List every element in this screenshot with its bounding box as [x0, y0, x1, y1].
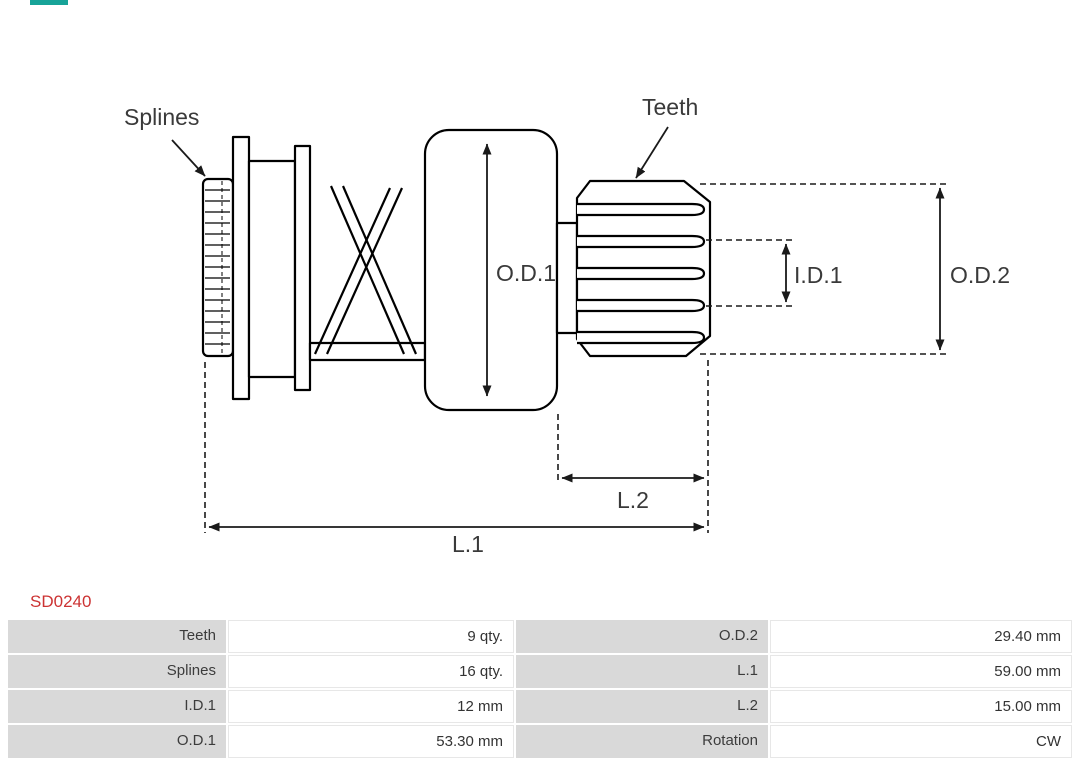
spec-table: Teeth 9 qty. O.D.2 29.40 mm Splines 16 q…	[8, 620, 1072, 758]
spring	[313, 185, 418, 355]
hub	[247, 159, 297, 379]
part-number: SD0240	[30, 592, 92, 611]
label-id1: I.D.1	[794, 262, 843, 288]
pinion-gear	[575, 179, 712, 358]
starter-drive-body	[201, 128, 712, 412]
drawing-labels: Splines Teeth O.D.1 I.D.1 O.D.2 L.2 L.1	[124, 94, 1010, 557]
step-ring	[555, 221, 579, 335]
spec-value-rotation: CW	[770, 725, 1072, 758]
label-l2: L.2	[617, 487, 649, 513]
label-l1: L.1	[452, 531, 484, 557]
construction-lines	[204, 183, 948, 533]
spec-value-l1: 59.00 mm	[770, 655, 1072, 688]
label-splines: Splines	[124, 104, 199, 130]
spec-value-l2: 15.00 mm	[770, 690, 1072, 723]
rear-flange	[293, 144, 312, 392]
splined-shaft	[201, 177, 235, 358]
gear-teeth	[577, 202, 706, 345]
spec-label-l1: L.1	[516, 655, 768, 688]
label-od1: O.D.1	[496, 260, 556, 286]
spec-label-splines: Splines	[8, 655, 226, 688]
spec-label-od1: O.D.1	[8, 725, 226, 758]
spec-value-splines: 16 qty.	[228, 655, 514, 688]
spec-label-rotation: Rotation	[516, 725, 768, 758]
label-teeth: Teeth	[642, 94, 698, 120]
dimension-lines	[171, 126, 945, 532]
teeth-pointer-arrow	[635, 126, 669, 179]
label-od2: O.D.2	[950, 262, 1010, 288]
spec-value-teeth: 9 qty.	[228, 620, 514, 653]
spec-value-id1: 12 mm	[228, 690, 514, 723]
spec-label-od2: O.D.2	[516, 620, 768, 653]
logo-fragment	[30, 0, 68, 5]
spec-value-od2: 29.40 mm	[770, 620, 1072, 653]
spec-value-od1: 53.30 mm	[228, 725, 514, 758]
splines-pointer-arrow	[171, 139, 206, 177]
technical-drawing: Splines Teeth O.D.1 I.D.1 O.D.2 L.2 L.1	[124, 94, 1010, 557]
front-flange	[231, 135, 251, 401]
spec-label-teeth: Teeth	[8, 620, 226, 653]
spec-label-l2: L.2	[516, 690, 768, 723]
spline-ribs	[205, 189, 230, 345]
spec-label-id1: I.D.1	[8, 690, 226, 723]
